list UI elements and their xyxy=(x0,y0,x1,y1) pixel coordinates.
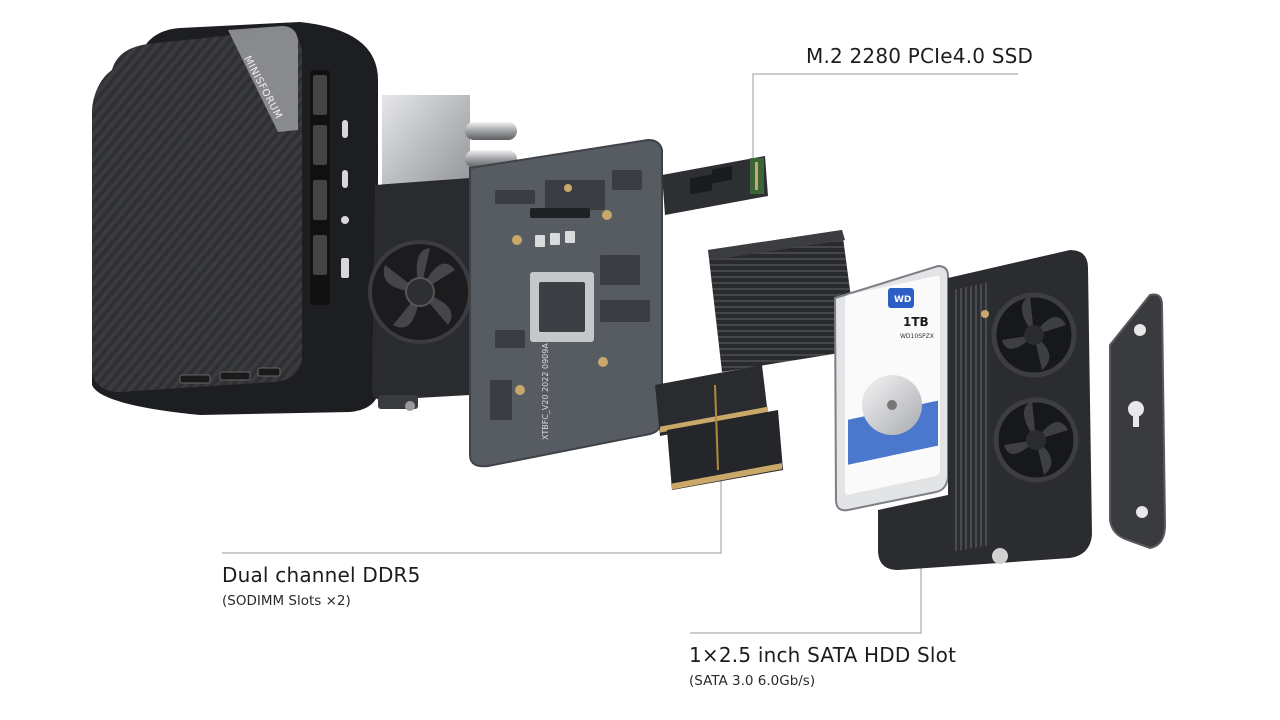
hdd-2-5-inch: WD 1TB WD10SPZX WD Blue xyxy=(833,264,949,512)
sodimm-module-2 xyxy=(667,410,783,490)
m2-ssd xyxy=(662,156,768,215)
ssd-leader-line xyxy=(752,73,1018,162)
bottom-tray xyxy=(878,250,1092,570)
ddr-annotation: Dual channel DDR5 (SODIMM Slots ×2) xyxy=(222,563,421,609)
wd-logo-icon xyxy=(888,288,914,308)
hdd-capacity-text: 1TB xyxy=(903,315,929,329)
capacitors xyxy=(535,231,575,247)
leader-lines xyxy=(222,73,1018,634)
ssd-annotation: M.2 2280 PCIe4.0 SSD xyxy=(806,44,1033,68)
heat-pipe xyxy=(465,122,517,140)
ddr-leader-line xyxy=(222,478,722,554)
hdd-annotation-subtitle: (SATA 3.0 6.0Gb/s) xyxy=(689,673,816,689)
vesa-bracket xyxy=(1109,293,1167,550)
minipc-chassis: MINISFORUM xyxy=(92,22,378,415)
front-ports xyxy=(341,120,349,278)
motherboard: XTBFC_V20 2022 0909A xyxy=(469,138,663,468)
m2-slot xyxy=(530,208,590,218)
ssd-annotation-title: M.2 2280 PCIe4.0 SSD xyxy=(806,44,1034,68)
ddr-annotation-subtitle: (SODIMM Slots ×2) xyxy=(222,593,351,609)
board-marking-text: XTBFC_V20 2022 0909A xyxy=(541,343,550,440)
ddr5-memory xyxy=(655,230,858,490)
rear-ports xyxy=(179,367,281,384)
hdd-annotation-title: 1×2.5 inch SATA HDD Slot xyxy=(689,643,957,667)
side-vent-holes xyxy=(313,75,327,275)
wd-blue-text: WD Blue xyxy=(872,477,898,484)
wd-badge-text: WD xyxy=(894,295,911,305)
hdd-leader-line xyxy=(690,548,922,634)
board-components xyxy=(490,170,650,420)
hdd-model-text: WD10SPZX xyxy=(900,333,934,340)
ddr-annotation-title: Dual channel DDR5 xyxy=(222,563,421,587)
cpu-die xyxy=(539,282,585,332)
hdd-annotation: 1×2.5 inch SATA HDD Slot (SATA 3.0 6.0Gb… xyxy=(689,643,956,689)
mounting-holes xyxy=(512,184,612,395)
